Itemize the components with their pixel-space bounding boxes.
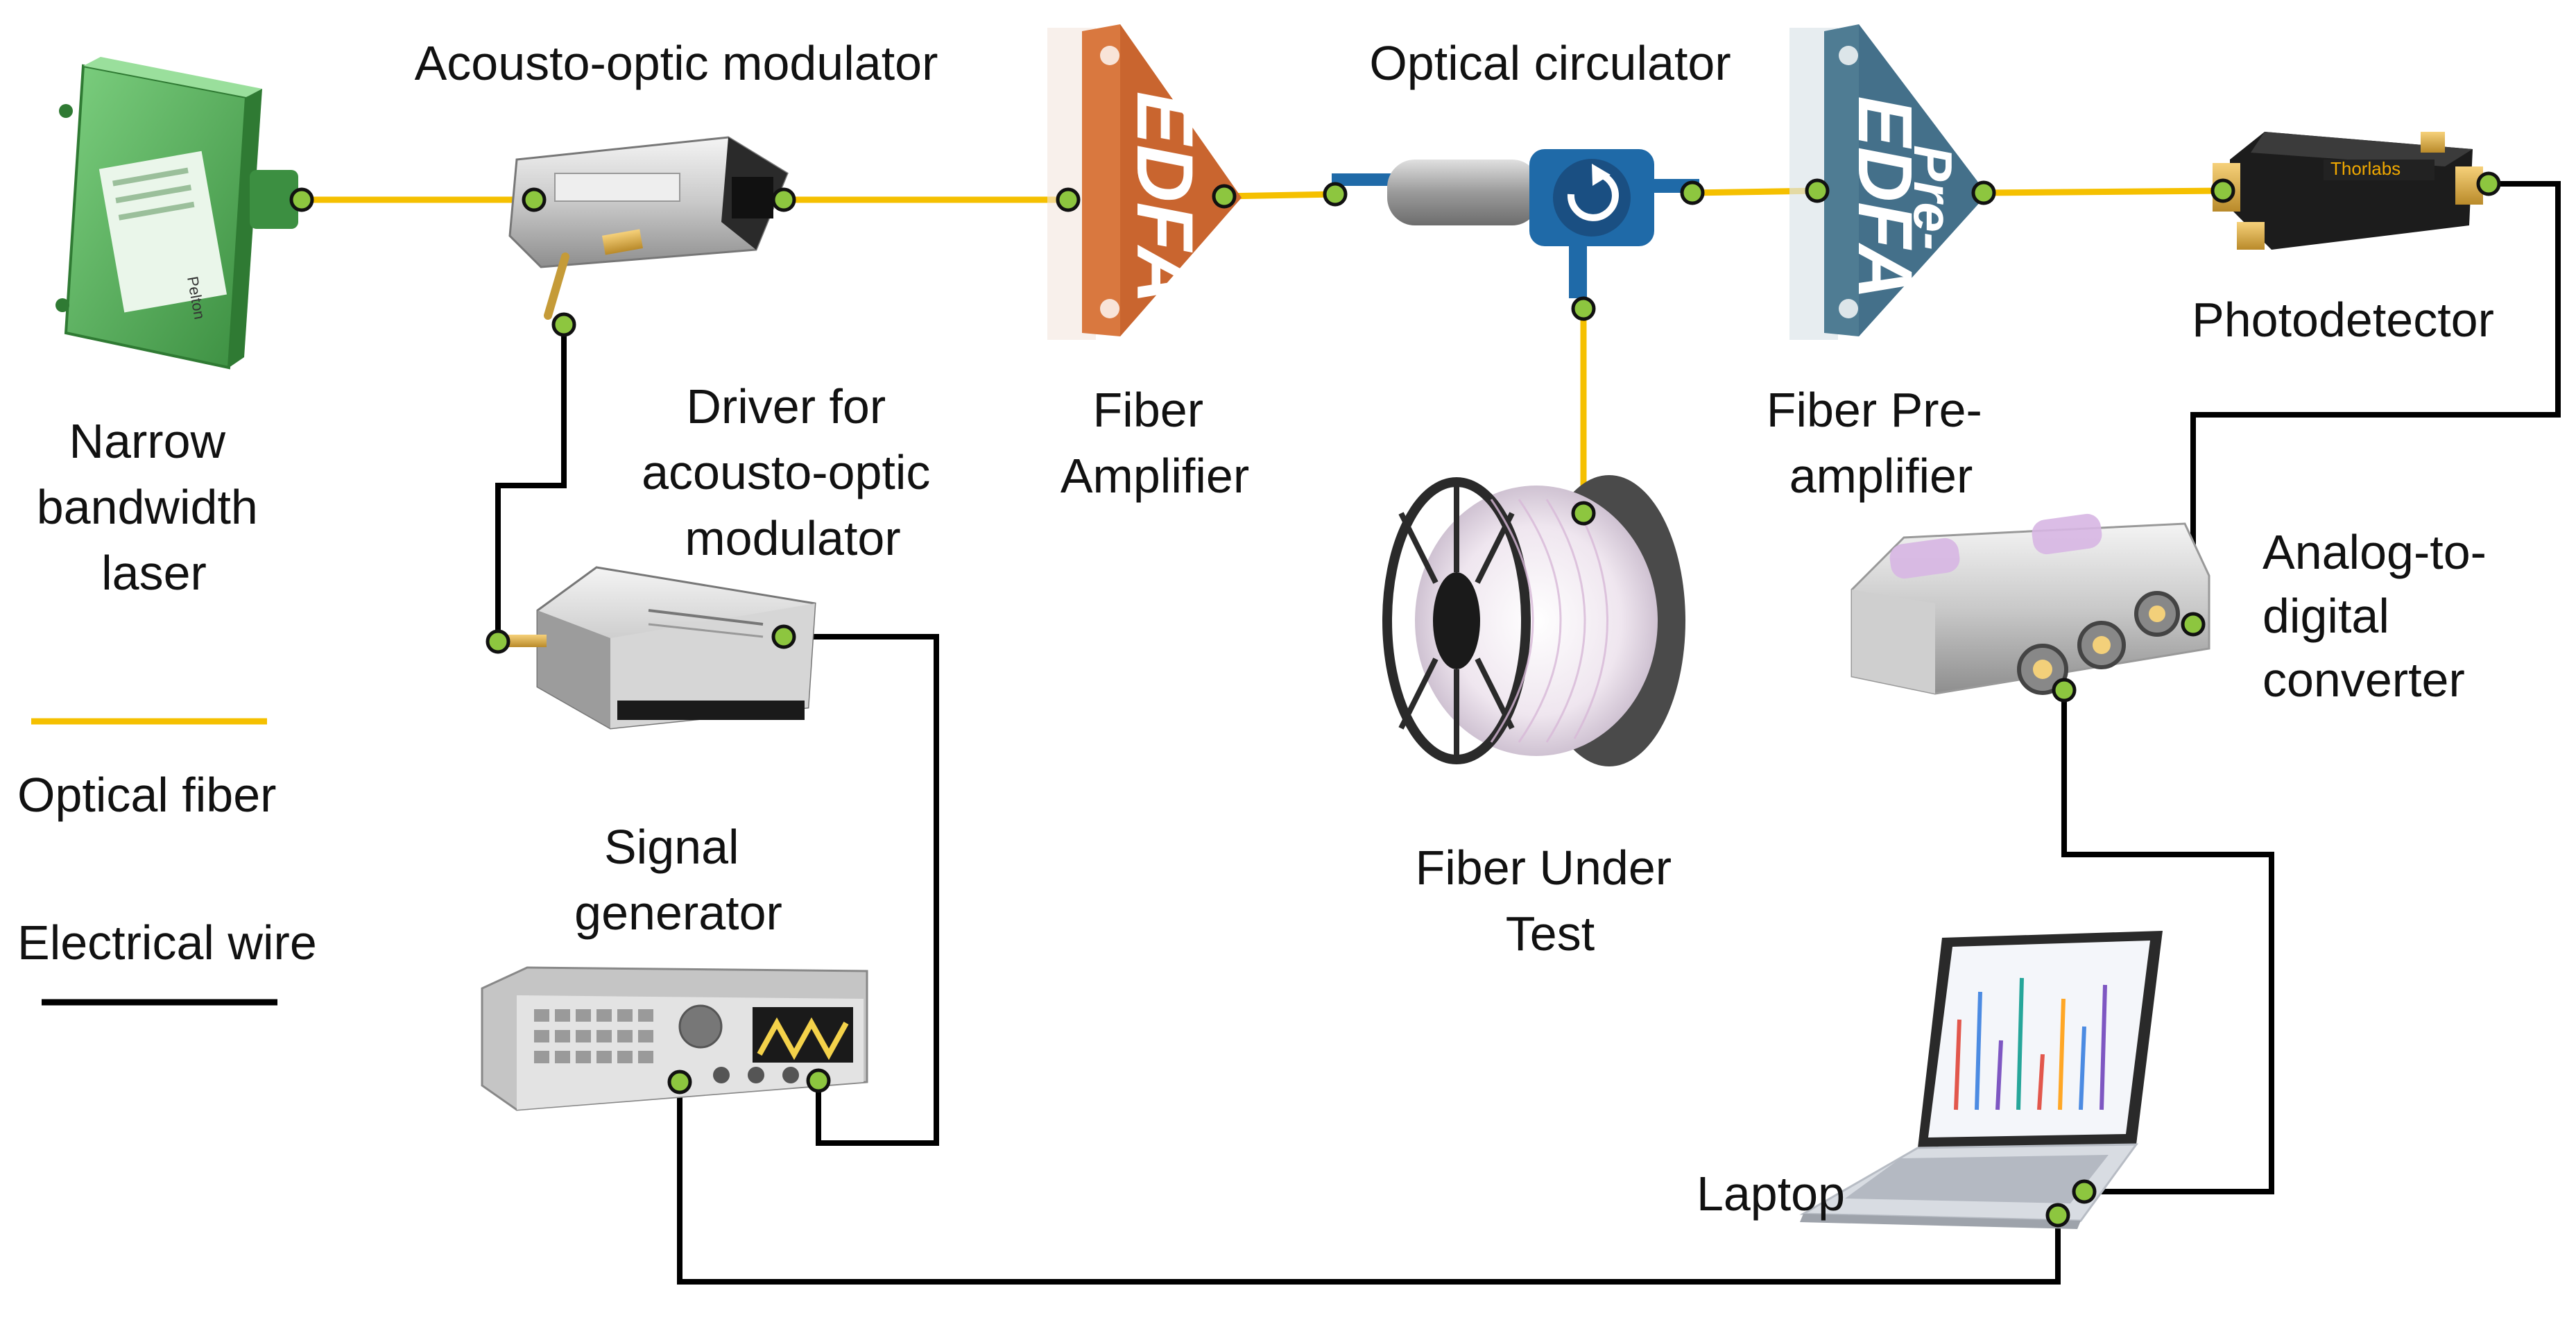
connector-dot [806,1068,831,1093]
legend-electrical-wire-label: Electrical wire [17,916,317,970]
fiber-under-test-spool [1382,475,1685,766]
label-fiber-under-test: Fiber Under Test [1415,841,1685,961]
connector-dots [289,171,2501,1228]
connector-dot [667,1070,692,1094]
optical-fiber-lines [298,187,2226,517]
wire-adc-to-laptop [2061,690,2274,1194]
aom-driver [498,566,816,730]
label-narrow-bandwidth-laser: Narrow bandwidth laser [37,414,272,600]
label-optical-circulator: Optical circulator [1369,36,1731,90]
connector-dot [522,187,547,212]
pre-edfa-label-line1: Pre- [1903,145,1964,250]
connector-dot [1323,182,1348,207]
connector-dot [1971,180,1996,205]
label-fiber-preamplifier: Fiber Pre- amplifier [1767,383,1996,503]
fiber-edfa-to-circulator [1221,191,1339,200]
signal-generator [481,966,868,1111]
connector-dot [1571,501,1596,526]
laptop [1799,931,2163,1229]
optical-circulator [1332,149,1699,298]
connector-dot [2476,171,2501,196]
connector-dot [2045,1203,2070,1228]
photodetector: Thorlabs [2213,132,2483,250]
pre-edfa-label-line2: EDFA [1842,96,1927,299]
connector-dot [2181,612,2206,637]
label-fiber-amplifier: Fiber Amplifier [1061,383,1249,503]
electrical-wire-lines [495,181,2561,1285]
wire-signal-generator-to-laptop [677,1082,2061,1285]
connector-dot [1571,296,1596,321]
connector-dot [2052,678,2077,703]
label-aom-driver: Driver for acousto-optic modulator [642,379,944,565]
label-laptop: Laptop [1697,1167,1845,1221]
legend: Optical fiber Electrical wire [17,718,317,1006]
legend-optical-fiber-label: Optical fiber [17,768,276,822]
label-photodetector: Photodetector [2192,293,2494,347]
label-analog-to-digital-converter: Analog-to- digital converter [2262,525,2500,707]
narrow-bandwidth-laser: Pelton [55,57,298,370]
acousto-optic-modulator [508,136,789,320]
connector-dot [771,187,796,212]
wire-driver-to-signal-generator [784,634,939,1146]
connector-dot [2210,178,2235,203]
analog-to-digital-converter [1851,513,2210,695]
photodetector-brand: Thorlabs [2330,158,2401,179]
edfa-device-label: EDFA [1120,92,1209,304]
wire-aom-to-driver [495,325,567,639]
connector-dot [771,624,796,649]
component-labels: Narrow bandwidth laser Acousto-optic mod… [37,36,2500,1221]
connector-dot [1212,184,1237,209]
connector-dot [1680,180,1705,205]
connector-dot [289,187,314,212]
connector-dot [551,312,576,337]
fiber-preedfa-to-photodetector [1980,187,2226,196]
connector-dot [486,629,510,654]
label-signal-generator: Signal generator [574,820,782,940]
connector-dot [1056,187,1081,212]
connector-dot [1805,178,1830,203]
wire-photodetector-to-adc [2190,181,2561,624]
label-acousto-optic-modulator: Acousto-optic modulator [415,36,938,90]
connector-dot [2072,1179,2097,1204]
fiber-amplifier-edfa: EDFA [1047,24,1242,340]
